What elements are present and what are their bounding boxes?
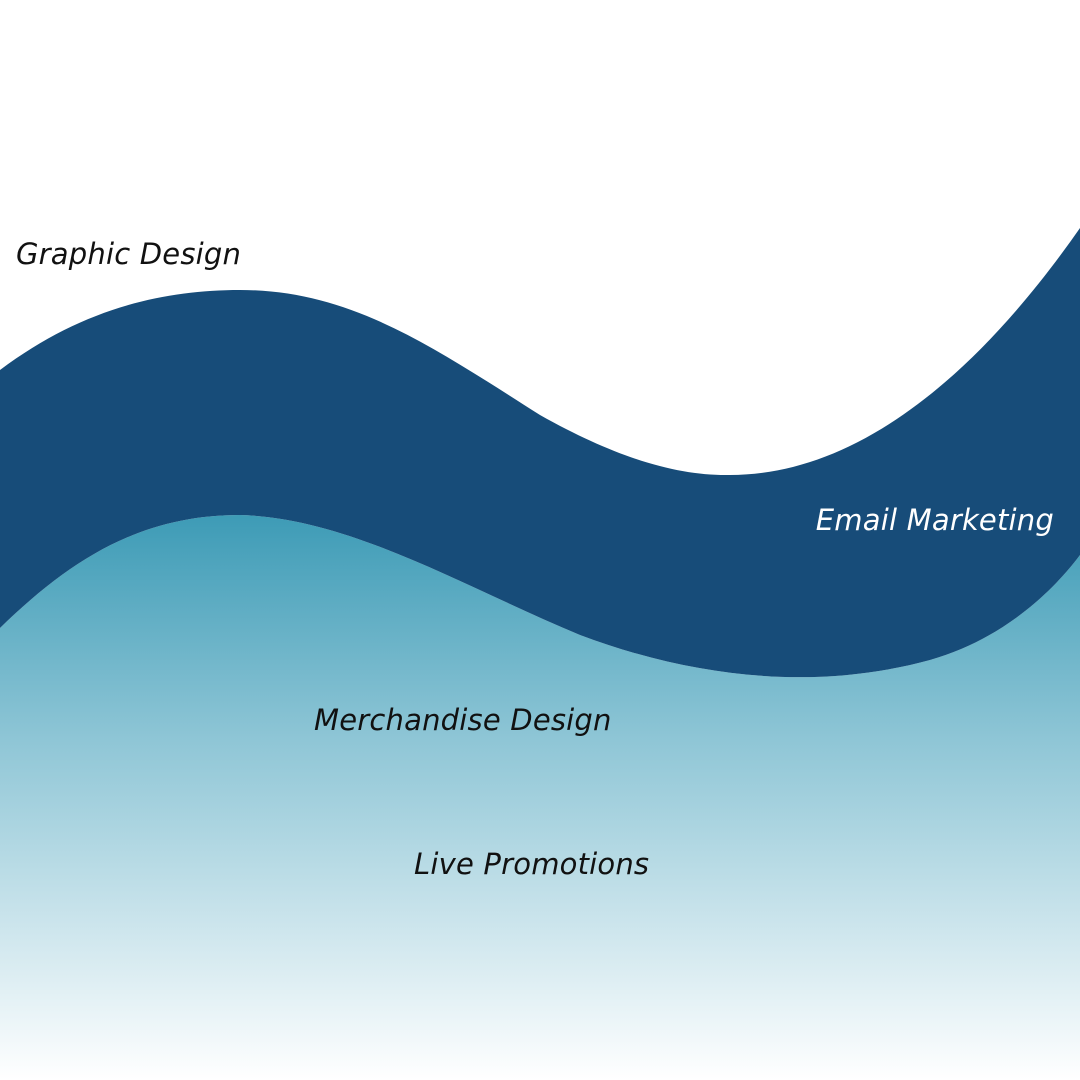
teal-wave-band: [0, 515, 1080, 1080]
navy-wave-band: [0, 228, 1080, 678]
email-marketing-label: Email Marketing: [815, 503, 1054, 537]
graphic-design-label: Graphic Design: [16, 237, 242, 271]
merchandise-design-label: Merchandise Design: [314, 703, 612, 737]
live-promotions-label: Live Promotions: [414, 847, 650, 881]
